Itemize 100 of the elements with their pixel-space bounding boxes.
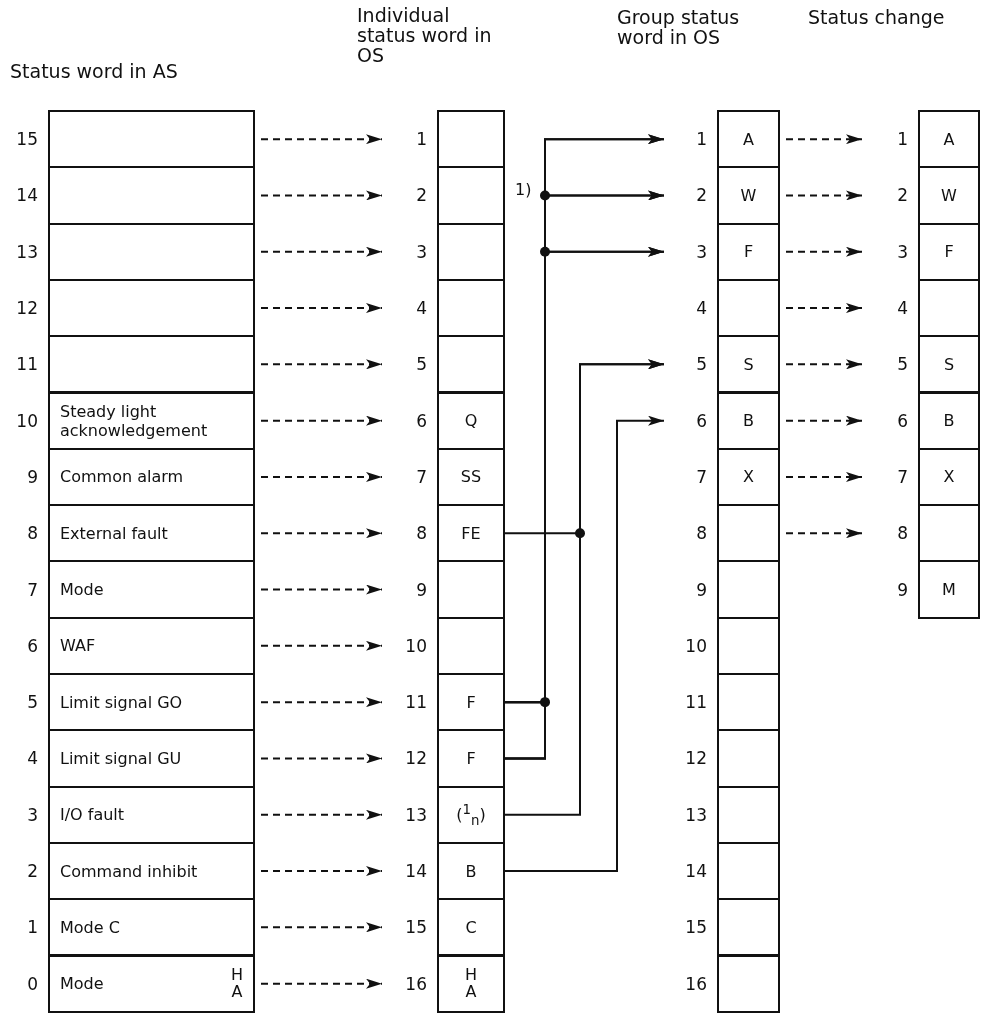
bit-number: 11: [16, 354, 38, 375]
arrow: [504, 415, 665, 873]
cell-text: F: [466, 748, 476, 768]
dashed-arrow: [785, 359, 863, 370]
cell-text: H A: [230, 966, 243, 1001]
bit-number: 3: [27, 804, 38, 825]
bit-number: 8: [897, 523, 908, 544]
bit-number: 1: [416, 129, 427, 150]
footnote-mark: 1): [515, 182, 532, 199]
bit-number: 0: [27, 973, 38, 994]
bit-number: 7: [897, 466, 908, 487]
bit-number: 15: [16, 129, 38, 150]
cell-text: I/O fault: [60, 805, 125, 825]
cell-text: Steady light acknowledgement: [60, 401, 209, 440]
dashed-arrow: [260, 753, 383, 764]
cell-text: Common alarm: [60, 467, 184, 487]
cell-text: B: [943, 411, 955, 431]
bit-number: 2: [897, 185, 908, 206]
cell-text: Mode: [60, 974, 104, 994]
bit-number: 15: [685, 917, 707, 938]
bit-number: 2: [696, 185, 707, 206]
cell-text: B: [465, 861, 477, 881]
bit-number: 4: [416, 298, 427, 319]
dashed-arrow: [785, 134, 863, 145]
bit-number: 2: [27, 861, 38, 882]
bit-number: 6: [416, 410, 427, 431]
bit-number: 12: [405, 748, 427, 769]
dashed-arrow: [785, 528, 863, 539]
bit-number: 9: [696, 579, 707, 600]
bit-number: 13: [405, 804, 427, 825]
dashed-arrow: [785, 471, 863, 482]
cell-text: Limit signal GU: [60, 748, 182, 768]
cell-text: F: [944, 242, 954, 262]
bit-number: 8: [27, 523, 38, 544]
dashed-arrow: [260, 528, 383, 539]
cell-text: A: [743, 129, 754, 149]
cell-text: SS: [460, 467, 482, 487]
bit-number: 12: [16, 298, 38, 319]
cell-text: S: [743, 354, 754, 374]
bit-number: 8: [416, 523, 427, 544]
cell-text: ($^{1}$$_{n}$): [456, 802, 486, 828]
bit-number: 6: [897, 410, 908, 431]
dashed-arrow: [260, 978, 383, 989]
cell-text: Mode C: [60, 917, 120, 937]
bit-number: 1: [696, 129, 707, 150]
cell-text: M: [942, 580, 956, 600]
dashed-arrow: [785, 246, 863, 257]
cell-text: X: [743, 467, 754, 487]
cell-text: S: [943, 354, 955, 374]
dashed-arrow: [260, 303, 383, 314]
dashed-arrow: [260, 866, 383, 877]
dashed-arrow: [260, 697, 383, 708]
bit-number: 7: [696, 466, 707, 487]
cell-text: F: [743, 242, 754, 262]
bit-number: 14: [16, 185, 38, 206]
bit-number: 3: [696, 241, 707, 262]
column-heading: Status word in AS: [10, 62, 178, 82]
dashed-arrow: [260, 471, 383, 482]
cell-text: W: [941, 185, 957, 205]
bit-number: 4: [27, 748, 38, 769]
dashed-arrow: [260, 640, 383, 651]
dashed-arrow: [785, 190, 863, 201]
column-heading: Individual status word in OS: [357, 6, 493, 66]
dashed-arrow: [260, 134, 383, 145]
cell-text: H A: [465, 966, 477, 1001]
bit-number: 15: [405, 917, 427, 938]
bit-number: 5: [27, 692, 38, 713]
bit-number: 6: [696, 410, 707, 431]
cell-text: Limit signal GO: [60, 692, 183, 712]
bit-number: 8: [696, 523, 707, 544]
bit-number: 1: [27, 917, 38, 938]
dashed-arrow: [260, 584, 383, 595]
bit-number: 10: [685, 635, 707, 656]
bit-number: 7: [416, 466, 427, 487]
cell-text: F: [466, 692, 476, 712]
bit-number: 14: [685, 861, 707, 882]
dashed-arrow: [785, 303, 863, 314]
column-heading: Status change: [808, 8, 945, 28]
dashed-arrow: [785, 415, 863, 426]
dashed-arrow: [260, 922, 383, 933]
cell-text: C: [465, 917, 477, 937]
bit-number: 6: [27, 635, 38, 656]
bit-number: 11: [405, 692, 427, 713]
cell-text: FE: [461, 523, 481, 543]
dashed-arrow: [260, 415, 383, 426]
cell-text: WAF: [60, 636, 96, 656]
cell-text: External fault: [60, 523, 168, 543]
bit-number: 3: [897, 241, 908, 262]
bit-number: 10: [405, 635, 427, 656]
dashed-arrow: [260, 246, 383, 257]
bit-number: 9: [27, 466, 38, 487]
bit-number: 4: [897, 298, 908, 319]
bit-number: 12: [685, 748, 707, 769]
bit-number: 5: [696, 354, 707, 375]
column-heading: Group status word in OS: [617, 8, 741, 48]
bit-number: 13: [685, 804, 707, 825]
arrow: [504, 359, 665, 816]
bit-number: 2: [416, 185, 427, 206]
bit-number: 7: [27, 579, 38, 600]
bit-number: 14: [405, 861, 427, 882]
